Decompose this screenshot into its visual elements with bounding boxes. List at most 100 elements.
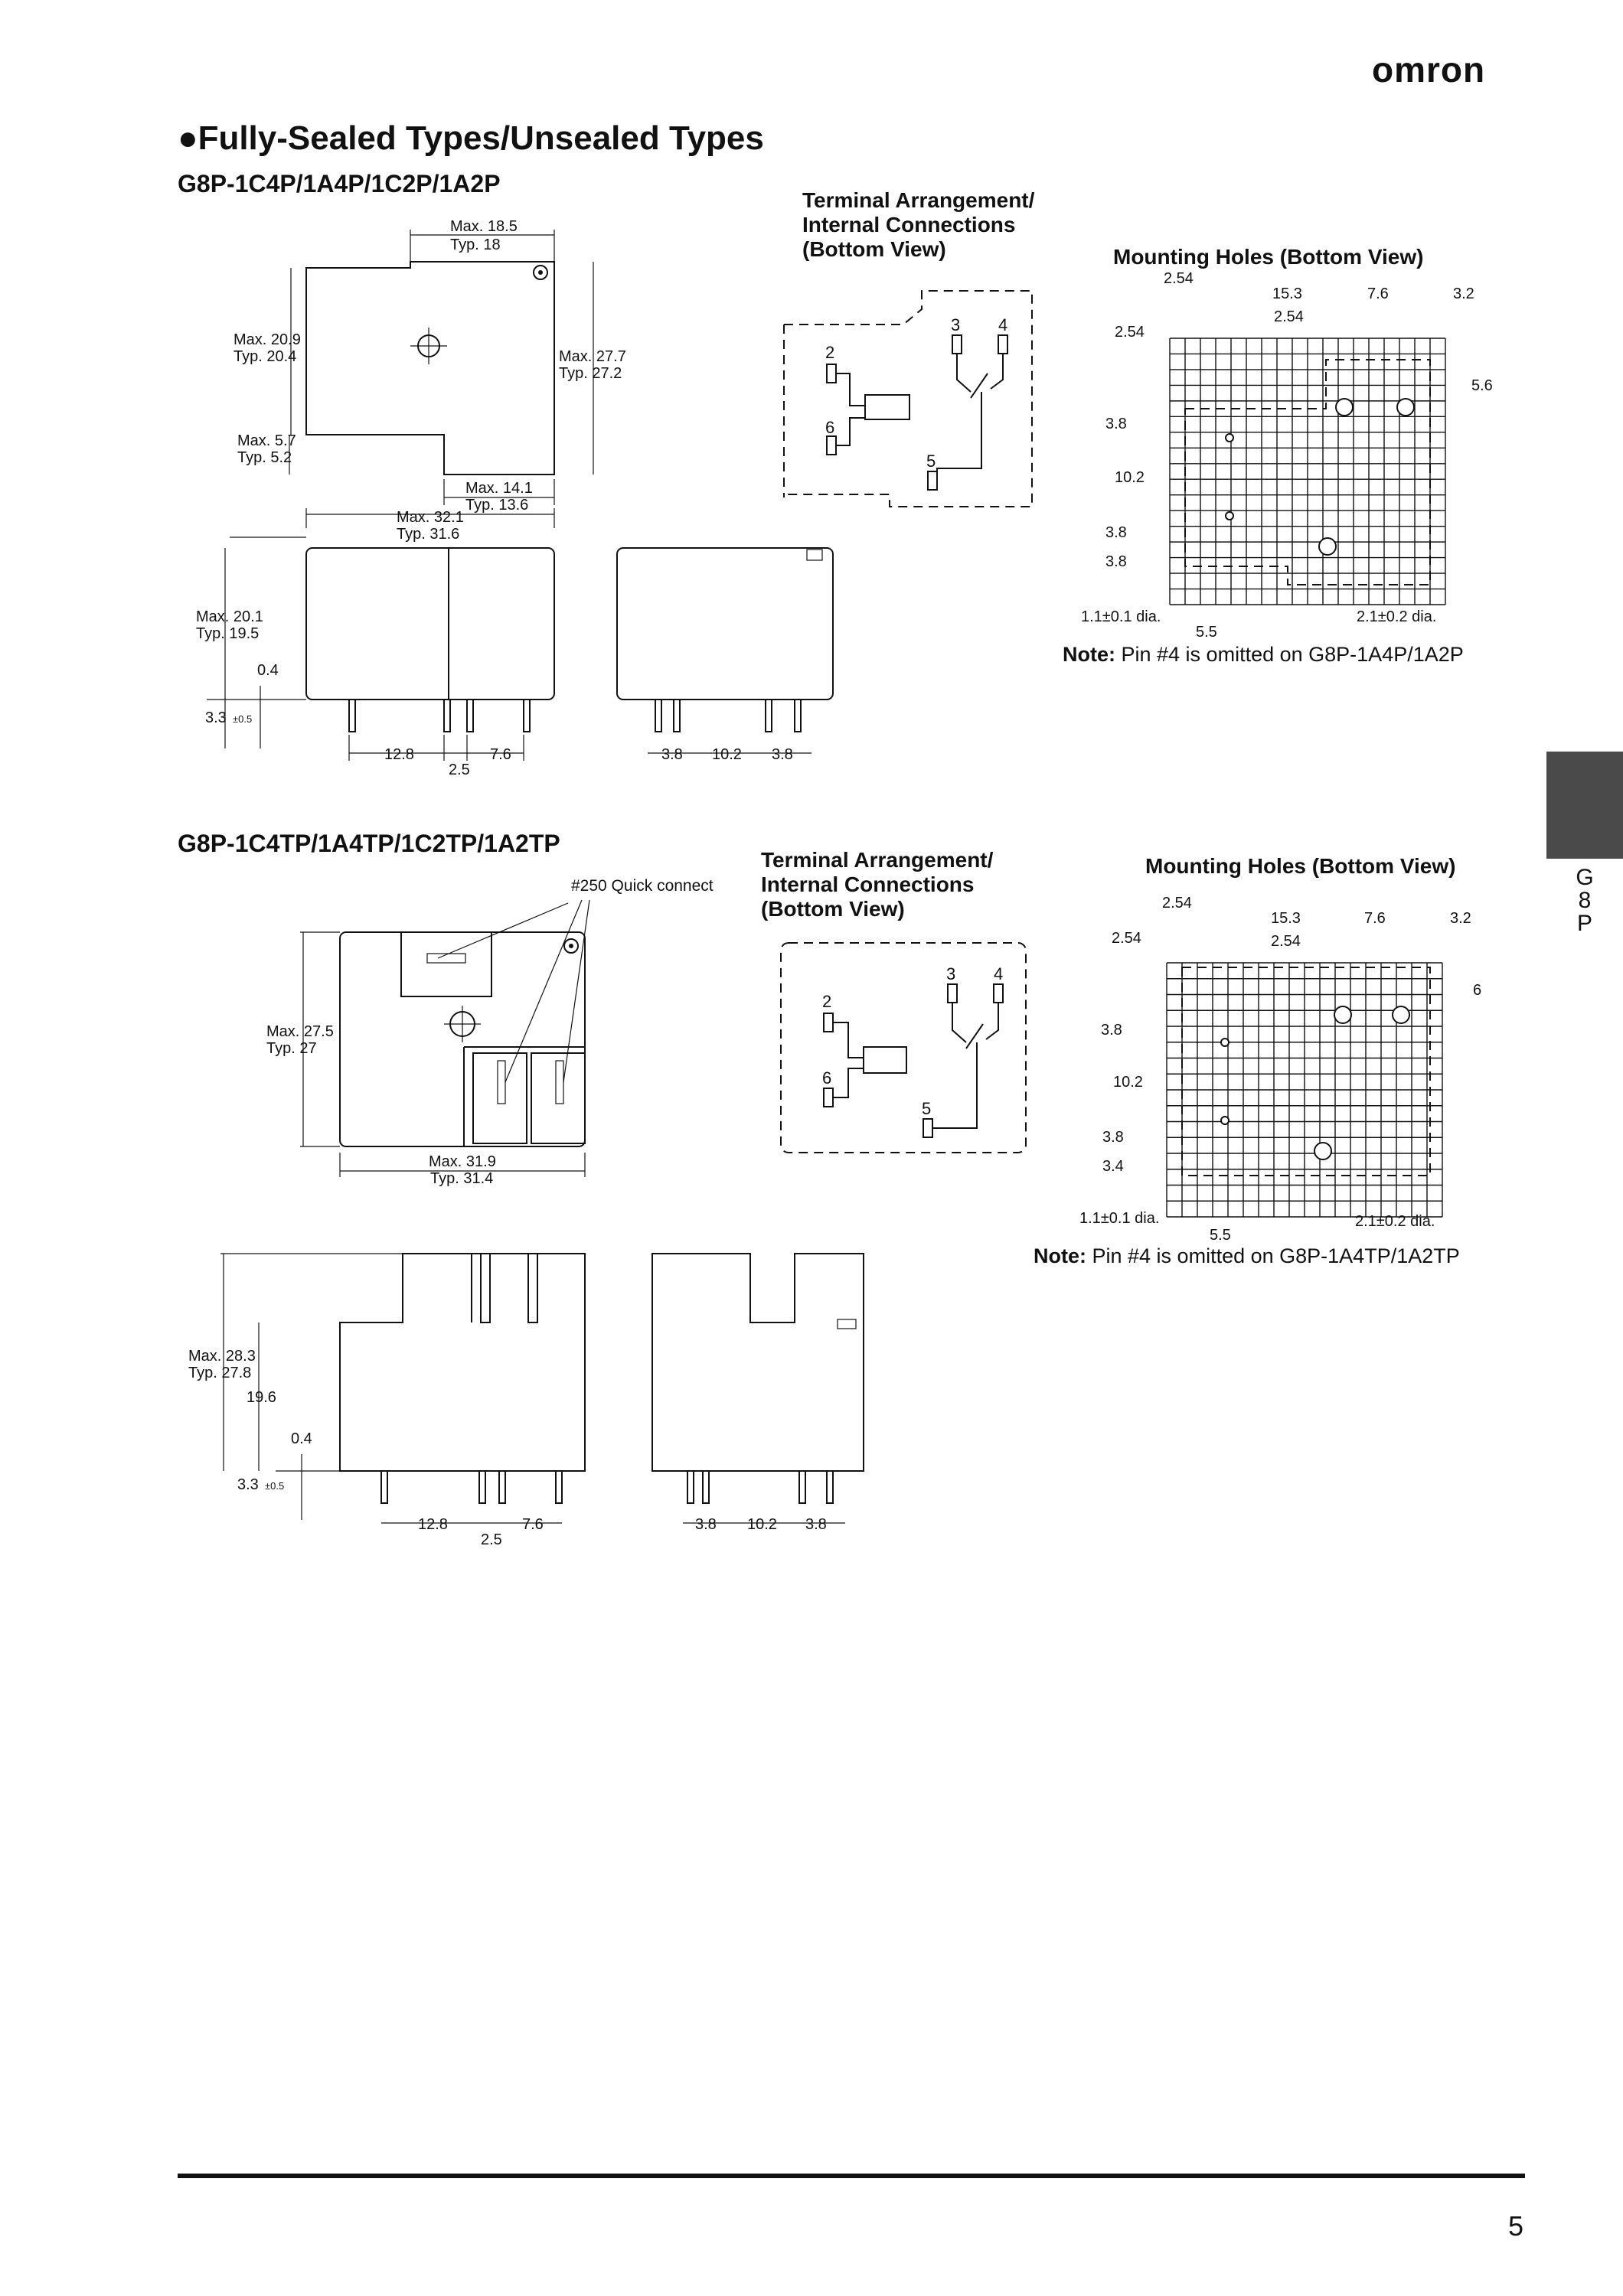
model-b-top-view [300,899,590,1177]
svg-text:6: 6 [1473,982,1481,999]
svg-text:2: 2 [825,343,834,362]
svg-text:15.3: 15.3 [1271,910,1301,927]
svg-text:10.2: 10.2 [712,746,742,763]
model-a-terminal-title: Terminal Arrangement/ Internal Connectio… [802,188,1035,261]
svg-text:Max. 32.1: Max. 32.1 [397,509,464,526]
model-b-terminal-title: Terminal Arrangement/ Internal Connectio… [761,848,994,921]
svg-text:Max. 31.9: Max. 31.9 [429,1153,496,1170]
svg-text:2.1±0.2 dia.: 2.1±0.2 dia. [1355,1213,1435,1230]
svg-text:5: 5 [922,1099,931,1118]
svg-text:5.5: 5.5 [1196,624,1217,641]
svg-text:3.2: 3.2 [1453,285,1474,302]
svg-text:2.54: 2.54 [1274,308,1304,325]
svg-text:2.54: 2.54 [1112,930,1141,947]
svg-text:Max. 28.3: Max. 28.3 [188,1348,256,1365]
svg-text:Typ. 27.2: Typ. 27.2 [559,365,622,382]
svg-text:Max. 27.7: Max. 27.7 [559,348,626,365]
svg-text:Typ. 31.4: Typ. 31.4 [430,1170,493,1187]
model-b-note: Note: Pin #4 is omitted on G8P-1A4TP/1A2… [1034,1244,1460,1267]
svg-text:3.8: 3.8 [1101,1022,1122,1039]
svg-text:3.8: 3.8 [805,1516,827,1533]
hole-icon [1314,1142,1332,1160]
svg-text:7.6: 7.6 [1367,285,1389,302]
svg-text:0.4: 0.4 [257,662,279,679]
svg-text:3: 3 [946,964,955,983]
svg-text:7.6: 7.6 [522,1516,544,1533]
svg-text:19.6: 19.6 [247,1389,276,1406]
svg-text:Typ. 27.8: Typ. 27.8 [188,1365,251,1381]
model-b-front-view [220,1253,586,1524]
svg-text:3: 3 [951,315,960,334]
svg-text:3.8: 3.8 [1105,416,1127,432]
model-a-title: G8P-1C4P/1A4P/1C2P/1A2P [178,170,501,197]
svg-text:3.3: 3.3 [237,1476,259,1493]
svg-text:3.8: 3.8 [1102,1129,1124,1146]
hole-icon [1396,398,1415,416]
svg-text:10.2: 10.2 [747,1516,777,1533]
svg-text:Typ. 31.6: Typ. 31.6 [397,526,459,543]
svg-text:2: 2 [822,992,831,1011]
svg-text:Max. 20.9: Max. 20.9 [233,331,301,348]
svg-text:3.8: 3.8 [1105,553,1127,570]
svg-text:2.54: 2.54 [1164,270,1194,287]
svg-text:2.54: 2.54 [1271,933,1301,950]
hole-icon [1318,537,1337,556]
relay-outline [1181,967,1431,1176]
omron-logo: omron [1372,50,1486,90]
relay-outline [1184,359,1431,585]
svg-text:10.2: 10.2 [1113,1074,1143,1091]
model-b-terminal-diagram [780,942,1027,1153]
section-title: ●Fully-Sealed Types/Unsealed Types [178,119,764,158]
hole-icon [1334,1006,1352,1024]
quick-connect-label: #250 Quick connect [571,877,714,895]
footer-rule [178,2174,1525,2178]
model-a-mounting-grid [1169,338,1446,605]
svg-text:±0.5: ±0.5 [265,1480,284,1492]
svg-text:Max. 20.1: Max. 20.1 [196,608,263,625]
svg-text:3.8: 3.8 [772,746,793,763]
section-title-text: Fully-Sealed Types/Unsealed Types [198,119,764,157]
model-b-side-view [651,1253,864,1524]
svg-text:4: 4 [998,315,1007,334]
svg-text:Max. 5.7: Max. 5.7 [237,432,296,449]
side-tab-label: G 8 P [1576,865,1594,936]
svg-text:3.8: 3.8 [695,1516,717,1533]
model-b-mounting-title: Mounting Holes (Bottom View) [1145,854,1456,878]
svg-text:Typ. 19.5: Typ. 19.5 [196,625,259,642]
hole-icon [1225,433,1234,442]
svg-text:Max. 14.1: Max. 14.1 [465,480,533,497]
svg-text:3.3: 3.3 [205,709,227,726]
hole-icon [1392,1006,1410,1024]
hole-icon [1220,1038,1229,1047]
svg-text:6: 6 [825,418,834,437]
svg-text:0.4: 0.4 [291,1430,312,1447]
hole-icon [1225,511,1234,520]
svg-text:Typ. 20.4: Typ. 20.4 [233,348,296,365]
model-b-mounting-grid [1166,962,1443,1218]
svg-text:15.3: 15.3 [1272,285,1302,302]
svg-text:7.6: 7.6 [1364,910,1386,927]
model-a-terminal-diagram [783,290,1033,507]
svg-text:7.6: 7.6 [490,746,511,763]
page-number: 5 [1508,2210,1524,2242]
svg-text:12.8: 12.8 [418,1516,448,1533]
svg-text:3.2: 3.2 [1450,910,1471,927]
svg-text:5: 5 [926,452,936,471]
svg-text:2.5: 2.5 [481,1531,502,1548]
svg-text:Typ. 13.6: Typ. 13.6 [465,497,528,514]
svg-text:5.5: 5.5 [1210,1227,1231,1244]
svg-text:±0.5: ±0.5 [233,713,252,725]
svg-text:4: 4 [994,964,1003,983]
svg-text:5.6: 5.6 [1471,377,1493,394]
svg-text:2.5: 2.5 [449,762,470,778]
hole-icon [1335,398,1354,416]
svg-text:12.8: 12.8 [384,746,414,763]
hole-icon [1220,1116,1229,1125]
svg-text:Typ. 18: Typ. 18 [450,236,501,253]
svg-text:3.4: 3.4 [1102,1158,1124,1175]
svg-text:3.8: 3.8 [661,746,683,763]
svg-text:Typ. 5.2: Typ. 5.2 [237,449,292,466]
model-a-top-view [289,230,594,528]
bullet-icon: ● [178,119,198,157]
